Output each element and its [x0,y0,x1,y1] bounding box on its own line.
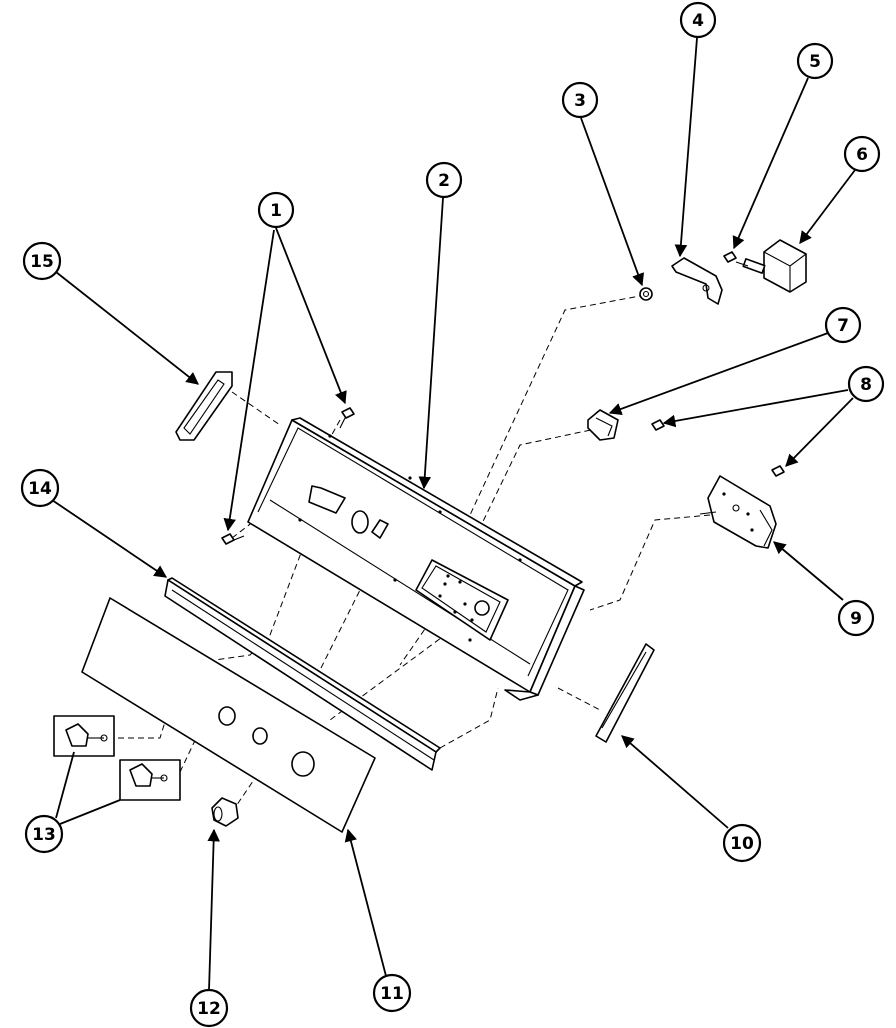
svg-text:6: 6 [856,145,868,165]
svg-text:15: 15 [30,252,54,272]
callout-4: 4 [679,1,717,39]
selector-switch [735,239,807,293]
svg-text:8: 8 [860,375,872,395]
callout-10: 10 [722,823,762,863]
svg-text:3: 3 [574,91,586,111]
switch-screws [651,419,785,477]
svg-text:7: 7 [837,316,849,336]
callout-13: 13 [24,814,64,854]
leader-lines [51,37,856,991]
svg-text:11: 11 [380,984,404,1004]
timer [699,475,777,549]
svg-text:13: 13 [32,825,56,845]
svg-text:9: 9 [850,609,862,629]
svg-text:12: 12 [197,999,221,1019]
panel-trim-strip [164,577,441,771]
nut [639,287,653,301]
control-panel-housing [247,417,585,701]
panel-screws [221,407,355,545]
svg-text:2: 2 [438,171,450,191]
mounting-bracket [671,257,723,305]
svg-text:1: 1 [270,201,282,221]
callout-15: 15 [22,241,62,281]
left-end-cap [175,371,233,441]
right-end-cap [595,643,655,743]
front-control-panel [81,597,376,833]
callout-2: 2 [425,161,463,199]
callout-6: 6 [843,135,881,173]
callout-14: 14 [20,468,60,508]
callout-3: 3 [561,81,599,119]
callout-11: 11 [372,973,412,1013]
svg-text:5: 5 [809,52,821,72]
callout-7: 7 [824,306,862,344]
callout-5: 5 [796,42,834,80]
svg-text:10: 10 [730,834,754,854]
callout-8: 8 [847,365,885,403]
callout-1: 1 [257,191,295,229]
svg-text:14: 14 [28,479,52,499]
callout-12: 12 [189,988,229,1028]
svg-text:4: 4 [692,11,704,31]
bracket-screw [723,251,737,263]
knob [211,797,239,827]
inset-switches [53,715,181,801]
push-switch [587,409,619,441]
callout-9: 9 [837,599,875,637]
